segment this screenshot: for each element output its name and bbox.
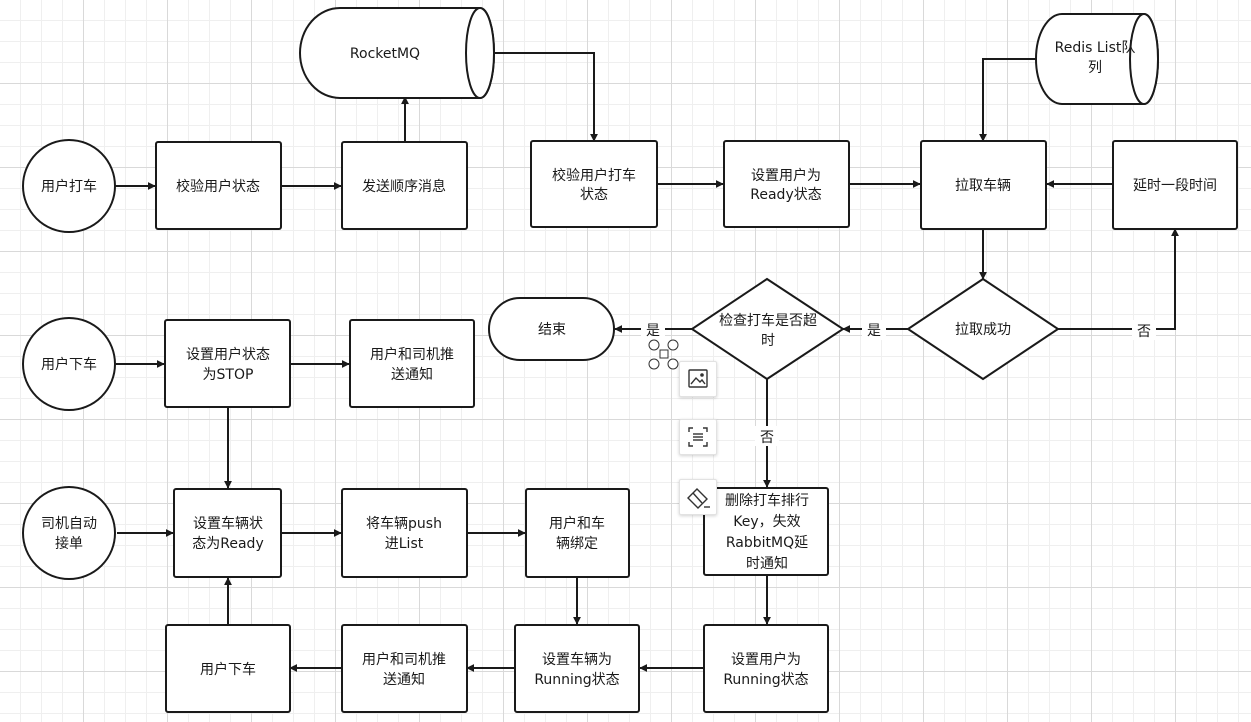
svg-text:设置车辆为: 设置车辆为 [542, 651, 612, 668]
svg-text:删除打车排行: 删除打车排行 [725, 492, 809, 509]
edge-label-no-2: 否 [755, 426, 779, 446]
svg-text:用户和司机推: 用户和司机推 [362, 651, 446, 668]
node-set-vehicle-ready[interactable]: 设置车辆状 态为Ready [173, 488, 282, 578]
svg-text:Running状态: Running状态 [723, 672, 808, 688]
svg-text:用户和车: 用户和车 [549, 515, 605, 532]
edge-labels: 是 是 否 否 [641, 320, 1156, 446]
selection-center-handle[interactable] [659, 349, 669, 359]
node-user-alight-top[interactable]: 用户下车 [22, 317, 116, 411]
node-notify-top[interactable]: 用户和司机推 送通知 [349, 319, 475, 408]
svg-text:否: 否 [760, 430, 774, 446]
node-push-list[interactable]: 将车辆push 进List [341, 488, 468, 578]
svg-text:发送顺序消息: 发送顺序消息 [362, 178, 446, 195]
svg-text:否: 否 [1137, 324, 1151, 340]
svg-text:时: 时 [761, 333, 775, 349]
svg-text:RabbitMQ延: RabbitMQ延 [726, 535, 808, 551]
insert-image-button[interactable] [679, 361, 717, 397]
svg-text:结束: 结束 [538, 322, 566, 338]
node-user-alight-bottom[interactable]: 用户下车 [165, 624, 291, 713]
selection-handle[interactable] [648, 358, 660, 370]
node-delay[interactable]: 延时一段时间 [1112, 140, 1238, 230]
eraser-icon [687, 488, 710, 509]
edge-label-yes-1: 是 [862, 320, 886, 340]
svg-text:进List: 进List [385, 536, 424, 552]
node-delete-key[interactable]: 删除打车排行 Key，失效 RabbitMQ延 时通知 [703, 487, 829, 576]
node-user-call[interactable]: 用户打车 [22, 139, 116, 233]
node-check-timeout[interactable]: 检查打车是否超 时 [690, 277, 845, 381]
fit-frame-button[interactable] [679, 419, 717, 455]
svg-text:用户和司机推: 用户和司机推 [370, 346, 454, 363]
node-redis-list[interactable]: Redis List队 列 [1035, 13, 1159, 105]
svg-text:设置用户为: 设置用户为 [731, 651, 801, 668]
svg-text:用户打车: 用户打车 [41, 178, 97, 195]
svg-text:Redis List队: Redis List队 [1055, 40, 1136, 56]
svg-text:拉取车辆: 拉取车辆 [955, 177, 1011, 194]
svg-text:接单: 接单 [55, 535, 83, 552]
svg-text:延时一段时间: 延时一段时间 [1133, 178, 1217, 194]
fit-frame-icon [688, 427, 708, 447]
svg-text:辆绑定: 辆绑定 [556, 536, 598, 552]
svg-text:校验用户打车: 校验用户打车 [552, 167, 636, 184]
edge-label-yes-2: 是 [641, 320, 665, 340]
node-check-call-state[interactable]: 校验用户打车 状态 [530, 140, 658, 228]
node-set-user-stop[interactable]: 设置用户状态 为STOP [164, 319, 291, 408]
svg-text:用户下车: 用户下车 [200, 661, 256, 678]
svg-text:时通知: 时通知 [746, 555, 788, 572]
node-set-user-ready[interactable]: 设置用户为 Ready状态 [723, 140, 850, 228]
svg-text:司机自动: 司机自动 [41, 516, 97, 532]
svg-text:RocketMQ: RocketMQ [350, 46, 420, 62]
node-set-vehicle-running[interactable]: 设置车辆为 Running状态 [514, 624, 640, 713]
node-notify-bottom[interactable]: 用户和司机推 送通知 [341, 624, 468, 713]
edge-rocketmq-to-check-call [494, 52, 598, 142]
node-send-ordered-msg[interactable]: 发送顺序消息 [341, 141, 468, 230]
svg-text:设置车辆状: 设置车辆状 [193, 515, 263, 532]
node-driver-auto[interactable]: 司机自动 接单 [22, 486, 116, 580]
node-check-user-state[interactable]: 校验用户状态 [155, 141, 282, 230]
svg-text:为STOP: 为STOP [203, 367, 254, 383]
image-icon [688, 369, 708, 388]
svg-text:用户下车: 用户下车 [41, 356, 97, 373]
svg-text:将车辆push: 将车辆push [366, 515, 442, 532]
svg-text:校验用户状态: 校验用户状态 [176, 178, 260, 195]
svg-text:Running状态: Running状态 [534, 672, 619, 688]
svg-text:是: 是 [646, 323, 660, 339]
selection-handle[interactable] [648, 339, 660, 351]
eraser-button[interactable] [679, 479, 717, 515]
edge-success-no-to-delay [1058, 228, 1179, 330]
svg-text:Key，失效: Key，失效 [733, 514, 800, 530]
selection-handle[interactable] [667, 339, 679, 351]
node-end[interactable]: 结束 [488, 297, 615, 361]
svg-text:Ready状态: Ready状态 [750, 187, 821, 203]
svg-text:拉取成功: 拉取成功 [955, 322, 1011, 338]
edge-label-no-1: 否 [1132, 320, 1156, 340]
svg-text:列: 列 [1088, 60, 1102, 76]
node-rocketmq[interactable]: RocketMQ [299, 7, 495, 99]
node-bind[interactable]: 用户和车 辆绑定 [525, 488, 630, 578]
svg-text:设置用户状态: 设置用户状态 [186, 346, 270, 363]
svg-text:送通知: 送通知 [391, 366, 433, 383]
node-set-user-running[interactable]: 设置用户为 Running状态 [703, 624, 829, 713]
svg-text:态为Ready: 态为Ready [192, 536, 263, 552]
selection-handles[interactable] [648, 339, 679, 370]
selection-handle[interactable] [667, 358, 679, 370]
edge-redis-to-pull [979, 58, 1036, 142]
node-pull-success[interactable]: 拉取成功 [906, 277, 1060, 381]
svg-text:是: 是 [867, 323, 881, 339]
svg-text:状态: 状态 [580, 187, 608, 203]
svg-text:检查打车是否超: 检查打车是否超 [719, 312, 817, 329]
svg-text:送通知: 送通知 [383, 671, 425, 688]
node-pull-vehicle[interactable]: 拉取车辆 [920, 140, 1047, 230]
svg-text:设置用户为: 设置用户为 [751, 167, 821, 184]
